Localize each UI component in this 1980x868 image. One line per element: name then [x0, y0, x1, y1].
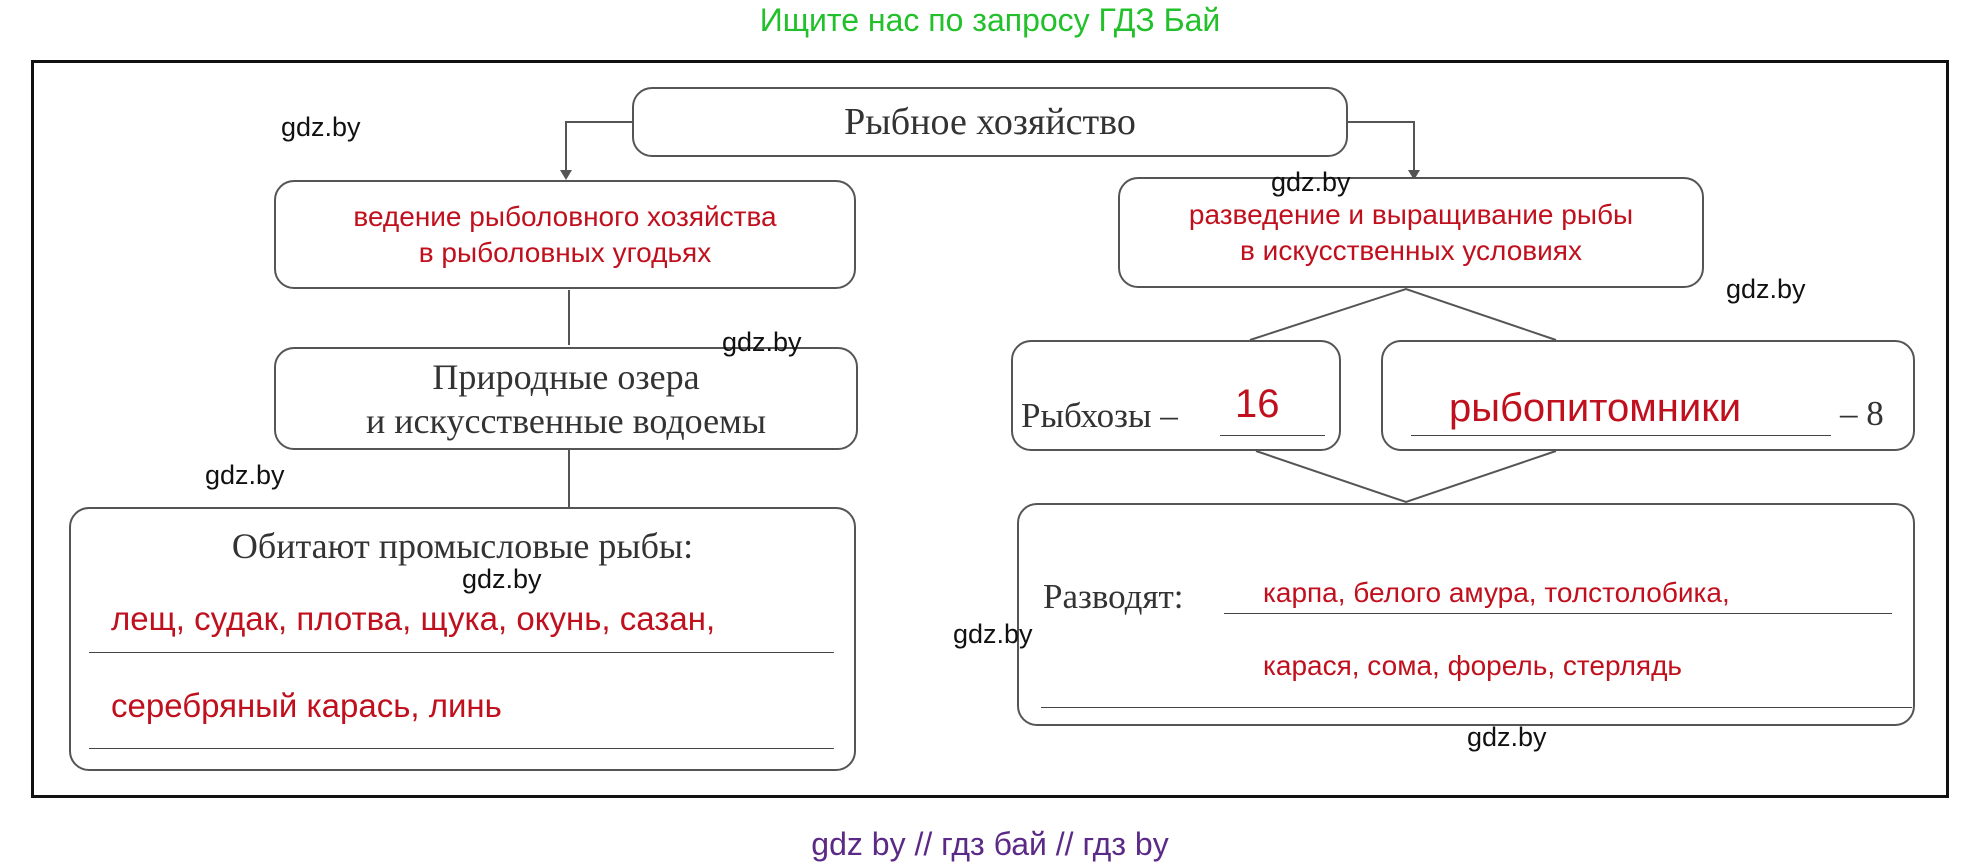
fish-nurseries-suffix: – 8 — [1840, 394, 1884, 433]
bottom-banner: gdz by // гдз бай // гдз by — [811, 826, 1169, 862]
breeding-box: Разводят: карпа, белого амура, толстолоб… — [1017, 503, 1915, 726]
commercial-fish-answer-2: серебряный карась, линь — [111, 687, 502, 724]
answer-underline — [1041, 707, 1912, 708]
right-branch-line1: разведение и выращивание рыбы — [1188, 198, 1634, 230]
commercial-fish-answer-1: лещ, судак, плотва, щука, окунь, сазан, — [111, 600, 716, 637]
answer-underline — [1411, 435, 1831, 436]
watermark: gdz.by — [953, 619, 1033, 649]
watermark: gdz.by — [1467, 722, 1547, 752]
left-branch-box: ведение рыболовного хозяйства в рыболовн… — [274, 180, 856, 289]
watermark: gdz.by — [281, 112, 361, 142]
top-banner: Ищите нас по запросу ГДЗ Бай — [759, 2, 1221, 38]
root-box: Рыбное хозяйство — [632, 87, 1348, 157]
fish-farms-label: Рыбхозы – — [1021, 396, 1178, 435]
fish-farms-box: Рыбхозы – 16 — [1011, 340, 1341, 451]
fish-nurseries-answer: рыбопитомники — [1449, 386, 1742, 430]
fish-nurseries-box: рыбопитомники – 8 — [1381, 340, 1915, 451]
answer-underline — [1220, 435, 1325, 436]
watermark: gdz.by — [462, 564, 542, 594]
right-branch-line2: в искусственных условиях — [1240, 234, 1582, 266]
left-branch-line1: ведение рыболовного хозяйства — [353, 200, 777, 232]
breeding-label: Разводят: — [1043, 577, 1184, 616]
left-branch-line2: в рыболовных угодьях — [418, 236, 712, 268]
watermark: gdz.by — [1271, 167, 1351, 197]
watermark: gdz.by — [205, 460, 285, 490]
water-bodies-line2: и искусственные водоемы — [365, 400, 767, 441]
watermark: gdz.by — [722, 327, 802, 357]
arrow-down-icon — [560, 170, 572, 180]
breeding-answer-2: карася, сома, форель, стерлядь — [1263, 650, 1683, 681]
root-label: Рыбное хозяйство — [844, 101, 1136, 143]
answer-underline — [89, 652, 834, 653]
fish-farms-answer: 16 — [1235, 382, 1280, 426]
farms-merge-connector — [1255, 450, 1557, 504]
commercial-fish-title: Обитают промысловые рыбы: — [231, 526, 694, 566]
right-branch-box: разведение и выращивание рыбы в искусств… — [1118, 177, 1704, 288]
commercial-fish-box: Обитают промысловые рыбы: лещ, судак, пл… — [69, 507, 856, 771]
root-to-left-connector — [565, 121, 632, 172]
answer-underline — [89, 748, 834, 749]
root-to-right-connector — [1348, 121, 1415, 172]
right-branch-split-connector — [1249, 287, 1557, 341]
arrow-down-icon — [1408, 170, 1420, 180]
water-bodies-box: Природные озера и искусственные водоемы — [274, 347, 858, 450]
breeding-answer-1: карпа, белого амура, толстолобика, — [1263, 577, 1730, 608]
water-bodies-line1: Природные озера — [432, 356, 700, 397]
watermark: gdz.by — [1726, 274, 1806, 304]
answer-underline — [1224, 613, 1892, 614]
